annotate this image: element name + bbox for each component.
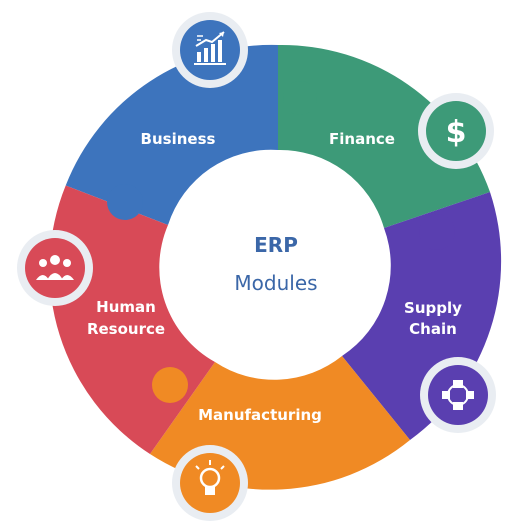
network-nodes-icon <box>420 357 496 433</box>
svg-text:$: $ <box>446 115 467 150</box>
knob-manufacturing-hr <box>152 367 188 403</box>
knob-supply-finance <box>419 214 455 250</box>
segment-finance <box>278 44 490 228</box>
knob-manufacturing-supply <box>337 392 373 428</box>
label-chain: Chain <box>409 320 457 338</box>
center-circle <box>170 156 382 368</box>
lightbulb-icon <box>172 445 248 521</box>
center-title: ERP <box>254 233 298 257</box>
dollar-icon: $ <box>418 93 494 169</box>
label-supply: Supply <box>404 299 462 317</box>
knob-finance-business <box>283 81 317 115</box>
chart-growth-icon <box>172 12 248 88</box>
people-group-icon <box>17 230 93 306</box>
label-human: Human <box>96 298 156 316</box>
label-business: Business <box>141 130 216 148</box>
center-subtitle: Modules <box>234 271 317 295</box>
segment-business <box>65 44 278 225</box>
label-manufacturing: Manufacturing <box>198 406 322 424</box>
label-resource: Resource <box>87 320 165 338</box>
knob-business-hr <box>107 184 143 220</box>
label-finance: Finance <box>329 130 395 148</box>
